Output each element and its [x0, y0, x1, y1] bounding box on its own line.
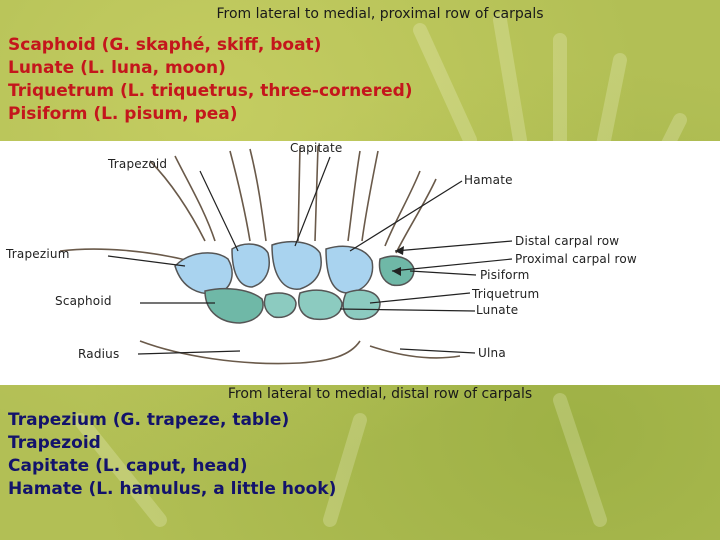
label-trapezium: Trapezium [6, 247, 70, 261]
metacarpal-outline [249, 148, 267, 242]
list-item: Hamate (L. hamulus, a little hook) [8, 479, 337, 499]
list-item: Pisiform (L. pisum, pea) [8, 104, 238, 124]
metacarpal-outline [361, 150, 379, 242]
leader-line [107, 255, 186, 267]
metacarpal-outline [229, 150, 251, 242]
metacarpal-outline [174, 155, 216, 242]
leader-line [349, 180, 463, 252]
leader-line [294, 156, 331, 247]
metacarpal-outline [297, 145, 301, 242]
metacarpal-outline [149, 160, 206, 242]
leader-line [199, 170, 239, 252]
label-scaphoid: Scaphoid [55, 294, 112, 308]
arrow-head [392, 267, 401, 276]
forearm-outline [139, 340, 361, 365]
metacarpal-outline [314, 145, 319, 242]
metacarpal-outline [347, 150, 361, 242]
label-lunate: Lunate [476, 303, 519, 317]
list-item: Scaphoid (G. skaphé, skiff, boat) [8, 35, 322, 55]
distal-carpal-list: Trapezium (G. trapeze, table) Trapezoid … [8, 409, 336, 501]
leader-line [394, 240, 513, 252]
label-trapezoid: Trapezoid [108, 157, 168, 171]
lunate-adjacent-bone [263, 292, 297, 319]
label-capitate: Capitate [290, 141, 343, 155]
list-item: Trapezium (G. trapeze, table) [8, 410, 290, 430]
list-item: Triquetrum (L. triquetrus, three-cornere… [8, 81, 413, 101]
lunate-bone [298, 289, 343, 321]
label-proximal-row: Proximal carpal row [515, 252, 637, 266]
leader-line [137, 350, 241, 355]
proximal-row-caption: From lateral to medial, proximal row of … [216, 6, 544, 22]
label-ulna: Ulna [478, 346, 506, 360]
label-hamate: Hamate [464, 173, 513, 187]
trapezoid-bone [231, 243, 270, 288]
metacarpal-outline [384, 170, 421, 247]
forearm-outline [369, 345, 461, 359]
leader-line [399, 348, 476, 354]
wrist-diagram: Capitate Trapezoid Hamate Distal carpal … [0, 141, 720, 385]
arrow-head [395, 246, 404, 255]
leader-line [369, 292, 471, 304]
forearm-outline [59, 248, 191, 262]
leader-line [391, 258, 513, 272]
scaphoid-bone [204, 287, 264, 324]
hamate-bone [325, 245, 374, 294]
leader-line [409, 270, 477, 276]
label-triquetrum: Triquetrum [472, 287, 540, 301]
list-item: Capitate (L. caput, head) [8, 456, 248, 476]
capitate-bone [271, 240, 322, 290]
list-item: Lunate (L. luna, moon) [8, 58, 226, 78]
proximal-carpal-list: Scaphoid (G. skaphé, skiff, boat) Lunate… [8, 34, 413, 126]
list-item: Trapezoid [8, 433, 101, 453]
label-pisiform: Pisiform [480, 268, 530, 282]
label-radius: Radius [78, 347, 120, 361]
metacarpal-outline [395, 178, 437, 254]
trapezium-bone [174, 252, 233, 295]
distal-row-caption: From lateral to medial, distal row of ca… [227, 386, 533, 402]
wrist-illustration [59, 145, 513, 365]
label-distal-row: Distal carpal row [515, 234, 620, 248]
leader-line [339, 308, 476, 312]
triquetrum-bone [342, 289, 381, 321]
